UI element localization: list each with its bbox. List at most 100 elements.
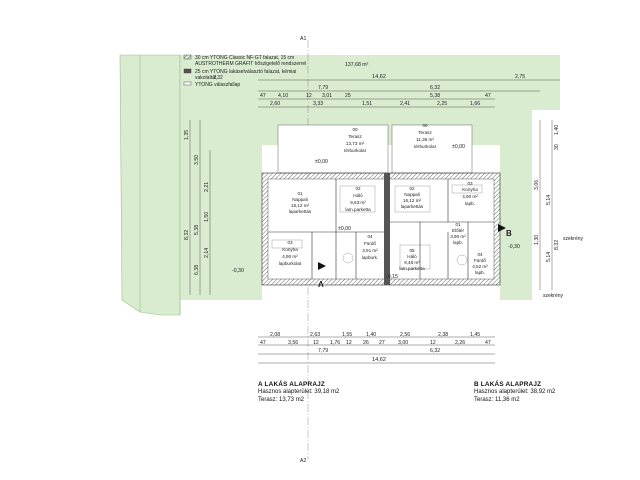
room-b-living-floor: laparkettás (401, 204, 424, 209)
terrace-a-floor: térburkolat (344, 148, 366, 153)
room-a-living-area: 18,12 m² (291, 203, 310, 208)
room-a-bath-area: 3,91 m² (362, 248, 378, 253)
room-a-living-floor: laparkettás (289, 209, 312, 214)
bottom-dim-a3: 1,55 (342, 332, 352, 338)
room-a-bedroom-id: 02 (355, 186, 361, 191)
top-dimensions (258, 79, 560, 108)
terrace-b-name: Terasz (418, 130, 432, 135)
legend-text-3: YTONG válaszfallap (195, 82, 240, 88)
bottom-dim-b8: 3,00 (398, 340, 408, 346)
room-a-kitchen-name: Konyha (282, 247, 298, 252)
right-dim-1: 1,40 (554, 125, 560, 135)
top-dim-c5: 2,25 (437, 101, 447, 107)
room-a-bath-name: Fürdő (364, 241, 376, 246)
bottom-dim-b4: 1,76 (330, 340, 340, 346)
bottom-dim-a4: 1,40 (366, 332, 376, 338)
bottom-dim-a1: 2,08 (270, 332, 280, 338)
legend-text-2b: vakolattal (195, 75, 216, 81)
level-entrance-b: -0,30 (508, 244, 520, 250)
entrance-a-arrow (318, 262, 326, 270)
room-a-bedroom-name: Háló (353, 193, 363, 198)
room-b-bedroom-floor: lam.parketta (399, 266, 425, 271)
room-a-living-id: 01 (297, 191, 303, 196)
wall-thickness: 2,32 (213, 75, 223, 81)
room-b-kitchen-name: Konyha (462, 187, 478, 192)
room-b-bedroom-id: 05 (409, 248, 415, 253)
bottom-dim-c2: 6,32 (430, 348, 440, 354)
bottom-dim-b6: 26 (363, 340, 369, 346)
room-b-hall-area: 3,90 m² (450, 234, 466, 239)
caption-b-terrace: Terasz: 11,36 m2 (474, 397, 520, 403)
room-b-living-id: 02 (409, 186, 415, 191)
terrace-a-area: 13,73 m² (346, 141, 365, 146)
room-b-bath-name: Fürdő (474, 258, 486, 263)
side-note-2: szekrény (543, 293, 564, 299)
room-labels: 01 Nappali 18,12 m² laparkettás 02 Háló … (279, 181, 488, 275)
axis-label-bottom: A2 (300, 458, 306, 464)
bottom-dim-c1: 7,79 (318, 348, 328, 354)
right-dim-3: 5,14 (546, 195, 552, 205)
right-dim-5: 1,30 (534, 235, 540, 245)
entrance-b-label: B (506, 229, 512, 238)
legend-text-1a: 30 cm YTONG Classic NF-GT falazat, 15 cm (195, 55, 294, 61)
room-b-bath-floor: lapb. (475, 270, 485, 275)
bottom-overall-dim: 14,62 (372, 357, 386, 363)
left-dim-8: 8,32 (184, 230, 190, 240)
room-b-hall-floor: lapb. (453, 240, 463, 245)
caption-a-terrace: Terasz: 13,73 m2 (258, 397, 305, 403)
top-dim-a1: 7,79 (318, 85, 328, 91)
top-dim-c4: 2,41 (400, 101, 410, 107)
right-dim-6: 5,14 (546, 252, 552, 262)
top-dimension-labels: 14,62 7,79 6,32 2,75 47 4,10 12 3,01 25 … (260, 74, 525, 107)
bottom-dim-b11: 47 (485, 340, 491, 346)
top-dim-c3: 1,51 (362, 101, 372, 107)
caption-apartment-a: A LAKÁS ALAPRAJZ Hasznos alapterület: 39… (258, 381, 339, 404)
left-dim-3: 2,21 (204, 182, 210, 192)
right-dim-4: 3,06 (534, 180, 540, 190)
left-dim-7: 6,38 (194, 265, 200, 275)
top-dim-b7: 47 (485, 93, 491, 99)
caption-a-title: A LAKÁS ALAPRAJZ (258, 381, 325, 388)
terrace-a (277, 124, 389, 174)
bottom-dim-b7: 27 (379, 340, 385, 346)
bottom-dim-b9: 12 (430, 340, 436, 346)
room-a-bath-floor: lapburk. (362, 255, 378, 260)
left-dim-2: 3,50 (194, 155, 200, 165)
terrace-a-name: Terasz (348, 134, 362, 139)
room-b-bath-id: 04 (477, 252, 483, 257)
room-a-bedroom-floor: lam.parketta (345, 207, 371, 212)
top-dim-a3: 2,75 (515, 74, 525, 80)
left-dim-6: 5,38 (194, 225, 200, 235)
terrace-a-id: 00 (352, 127, 358, 132)
room-b-hall-name: Előtér (452, 228, 464, 233)
lawn-area (119, 54, 560, 316)
legend-text-1b: AUSTROTHERM GRAFIT hőszigetelő rendszerr… (195, 61, 306, 67)
terrace-b-floor: térburkolat (414, 144, 436, 149)
party-wall (384, 173, 390, 285)
bottom-dim-b2: 3,56 (288, 340, 298, 346)
bottom-dimensions (258, 336, 495, 364)
bottom-dim-b1: 47 (260, 340, 266, 346)
bottom-dim-b5: 12 (346, 340, 352, 346)
right-dim-2: 30 (554, 144, 560, 150)
level-entrance-a: -0,30 (232, 268, 244, 274)
level-terrace-a: ±0,00 (315, 159, 328, 165)
side-note-1: szekrény (563, 236, 584, 242)
level-terrace-b: ±0,00 (452, 144, 465, 150)
legend: 30 cm YTONG Classic NF-GT falazat, 15 cm… (183, 54, 369, 88)
left-dimensions: 1,35 3,50 2,21 1,50 2,14 5,38 6,38 8,32 (184, 120, 211, 295)
site-area: 137,68 m² (345, 62, 369, 68)
caption-a-usable-area: Hasznos alapterület: 39,18 m2 (258, 389, 340, 395)
building-walls (261, 172, 501, 286)
top-dim-c2: 3,33 (313, 101, 323, 107)
bottom-dim-a5: 2,56 (400, 332, 410, 338)
room-b-bedroom-name: Háló (407, 254, 417, 259)
interior-space (267, 178, 495, 280)
right-dimensions: 1,40 30 5,14 3,06 1,30 5,14 8,32 (534, 120, 560, 290)
room-b-kitchen-area: 4,90 m² (462, 194, 478, 199)
top-dim-b1: 47 (260, 93, 266, 99)
legend-symbol-hatch (183, 54, 192, 60)
bottom-dim-b10: 2,26 (455, 340, 465, 346)
terraces: 00 Terasz 13,73 m² térburkolat 00 Terasz… (277, 123, 473, 174)
